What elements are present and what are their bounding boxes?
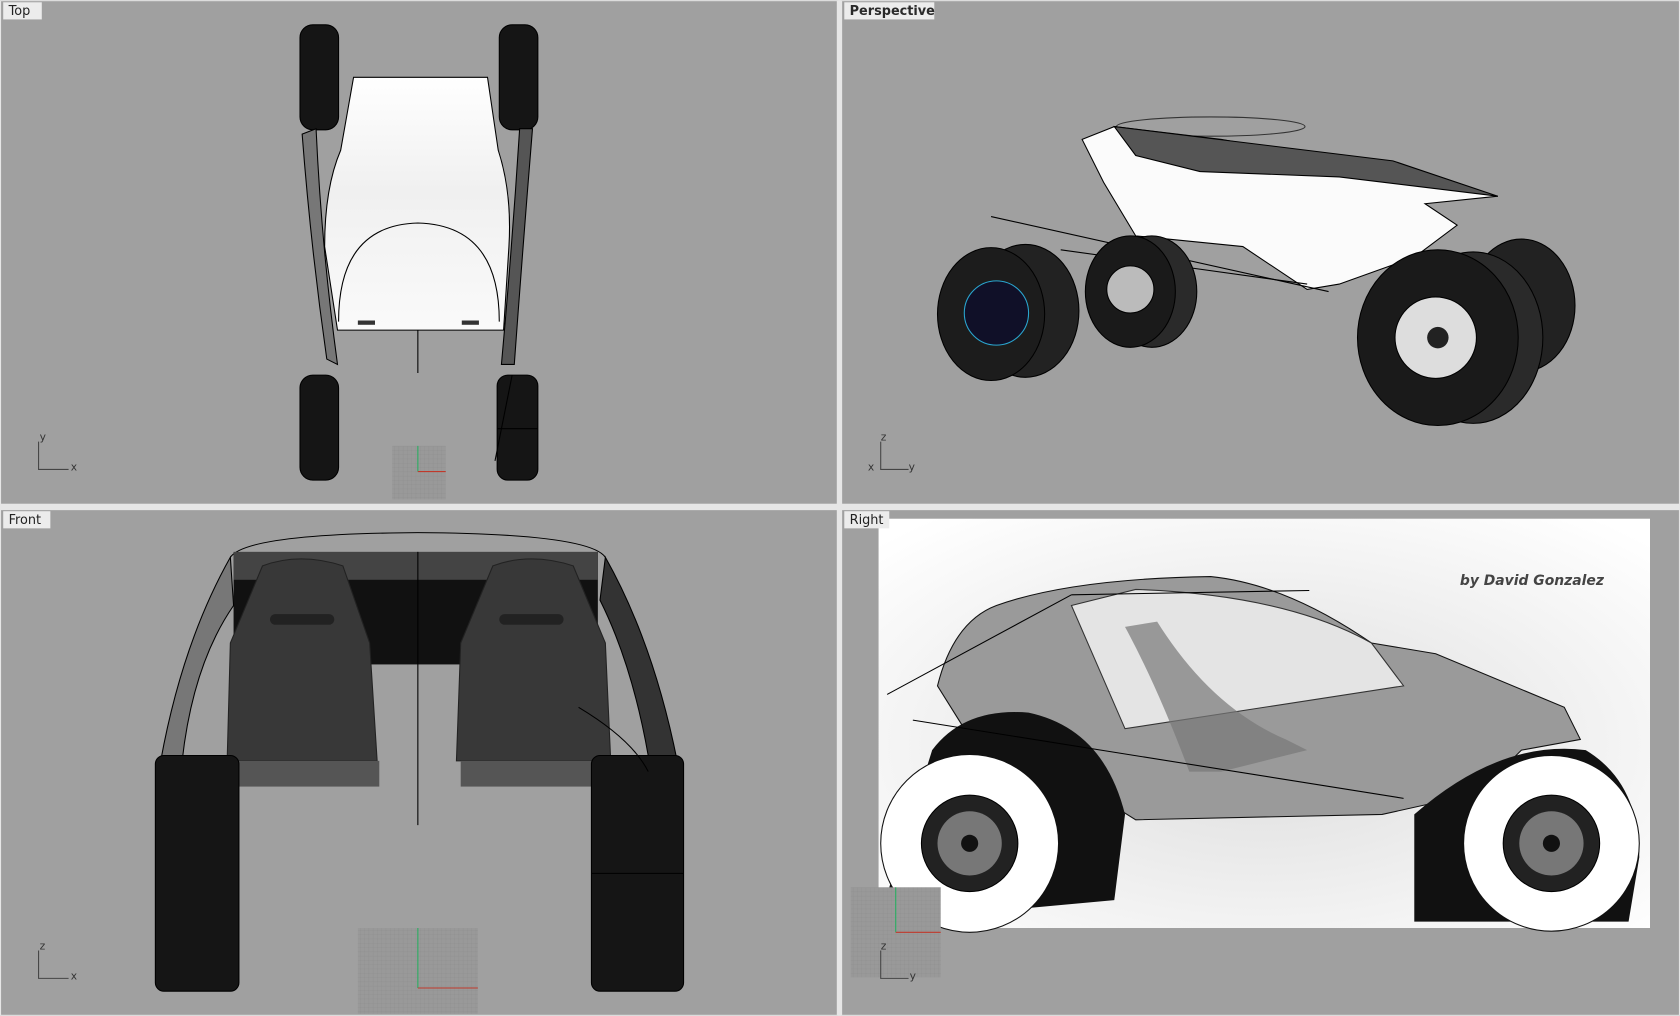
viewport-right[interactable]: by David Gonzalez z y Right	[842, 510, 1679, 1015]
axis-v-label: z	[881, 431, 887, 444]
axis-o-label: x	[868, 461, 874, 474]
axis-widget-top: y x	[38, 431, 77, 474]
axis-v-label: z	[881, 939, 887, 952]
viewport-perspective[interactable]: z y x Perspective	[842, 1, 1679, 504]
viewport-title-top[interactable]: Top	[8, 4, 31, 19]
cplane-grid	[392, 445, 446, 500]
axis-widget-right: z y	[880, 939, 917, 982]
viewport-title-perspective[interactable]: Perspective	[850, 4, 936, 19]
viewport-title-bg	[3, 511, 51, 529]
right-car-sketch: by David Gonzalez	[878, 573, 1640, 933]
front-car-model	[154, 532, 685, 992]
axis-widget-perspective: z y x	[868, 431, 916, 474]
viewport-title-front[interactable]: Front	[9, 513, 42, 528]
axis-h-label: x	[71, 461, 77, 474]
viewport-title-right[interactable]: Right	[850, 513, 884, 528]
viewport-front[interactable]: z x Front	[1, 510, 837, 1015]
sketch-credit: by David Gonzalez	[1460, 573, 1605, 589]
axis-h-label: y	[910, 969, 917, 982]
viewport-title-bg	[3, 2, 42, 20]
axis-widget-front: z x	[38, 939, 77, 982]
perspective-car-model	[936, 116, 1576, 427]
axis-v-label: z	[40, 939, 46, 952]
viewport-title-bg	[844, 511, 890, 529]
top-car-model	[299, 24, 539, 481]
viewport-title-bg	[844, 2, 935, 20]
axis-v-label: y	[40, 431, 47, 444]
viewport-top[interactable]: y x Top	[1, 1, 837, 504]
axis-h-label: y	[909, 461, 916, 474]
axis-h-label: x	[71, 969, 77, 982]
